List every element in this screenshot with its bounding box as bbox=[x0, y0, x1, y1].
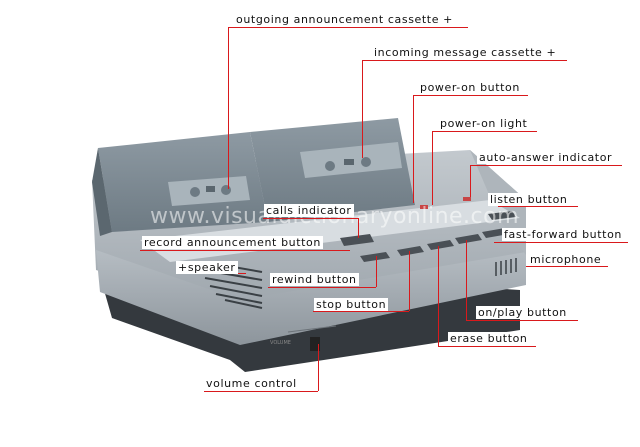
callout-line bbox=[358, 218, 359, 238]
callout-line bbox=[470, 165, 622, 166]
label-auto-answer-indicator: auto-answer indicator bbox=[477, 151, 615, 164]
label-outgoing-announcement-cassette: outgoing announcement cassette + bbox=[234, 13, 455, 26]
label-microphone: microphone bbox=[528, 253, 604, 266]
microphone-grille bbox=[495, 258, 517, 276]
callout-line bbox=[413, 95, 414, 203]
callout-line bbox=[362, 60, 363, 158]
callout-line bbox=[432, 131, 433, 205]
callout-line bbox=[466, 240, 467, 320]
volume-marking: VOLUME bbox=[270, 340, 291, 346]
callout-line bbox=[313, 311, 409, 312]
callout-line bbox=[432, 131, 537, 132]
label-on-play-button: on/play button bbox=[476, 306, 569, 319]
label-speaker: +speaker bbox=[176, 261, 238, 274]
callout-line bbox=[413, 95, 528, 96]
label-power-on-button: power-on button bbox=[418, 81, 522, 94]
label-erase-button: erase button bbox=[448, 332, 530, 345]
callout-line bbox=[470, 165, 471, 197]
label-incoming-message-cassette: incoming message cassette + bbox=[372, 46, 559, 59]
callout-line bbox=[494, 242, 628, 243]
incoming-cassette-lid bbox=[250, 118, 415, 222]
callout-line bbox=[438, 346, 536, 347]
callout-line bbox=[228, 27, 468, 28]
callout-line bbox=[466, 320, 578, 321]
callout-line bbox=[140, 250, 350, 251]
callout-line bbox=[409, 251, 410, 311]
callout-line bbox=[362, 60, 567, 61]
callout-line bbox=[526, 266, 608, 267]
label-listen-button: listen button bbox=[488, 193, 570, 206]
callout-line bbox=[498, 206, 578, 207]
callout-line bbox=[263, 218, 358, 219]
callout-line bbox=[204, 391, 318, 392]
label-volume-control: volume control bbox=[204, 377, 299, 390]
callout-line bbox=[318, 344, 319, 391]
volume-control-knob bbox=[287, 325, 337, 351]
callout-line bbox=[268, 287, 376, 288]
callout-line bbox=[438, 246, 439, 346]
callout-line bbox=[228, 27, 229, 189]
label-calls-indicator: calls indicator bbox=[264, 204, 354, 217]
label-record-announcement-button: record announcement button bbox=[142, 236, 323, 249]
label-fast-forward-button: fast-forward button bbox=[502, 228, 624, 241]
label-power-on-light: power-on light bbox=[438, 117, 530, 130]
label-stop-button: stop button bbox=[314, 298, 389, 311]
label-rewind-button: rewind button bbox=[270, 273, 359, 286]
callout-line bbox=[376, 256, 377, 287]
